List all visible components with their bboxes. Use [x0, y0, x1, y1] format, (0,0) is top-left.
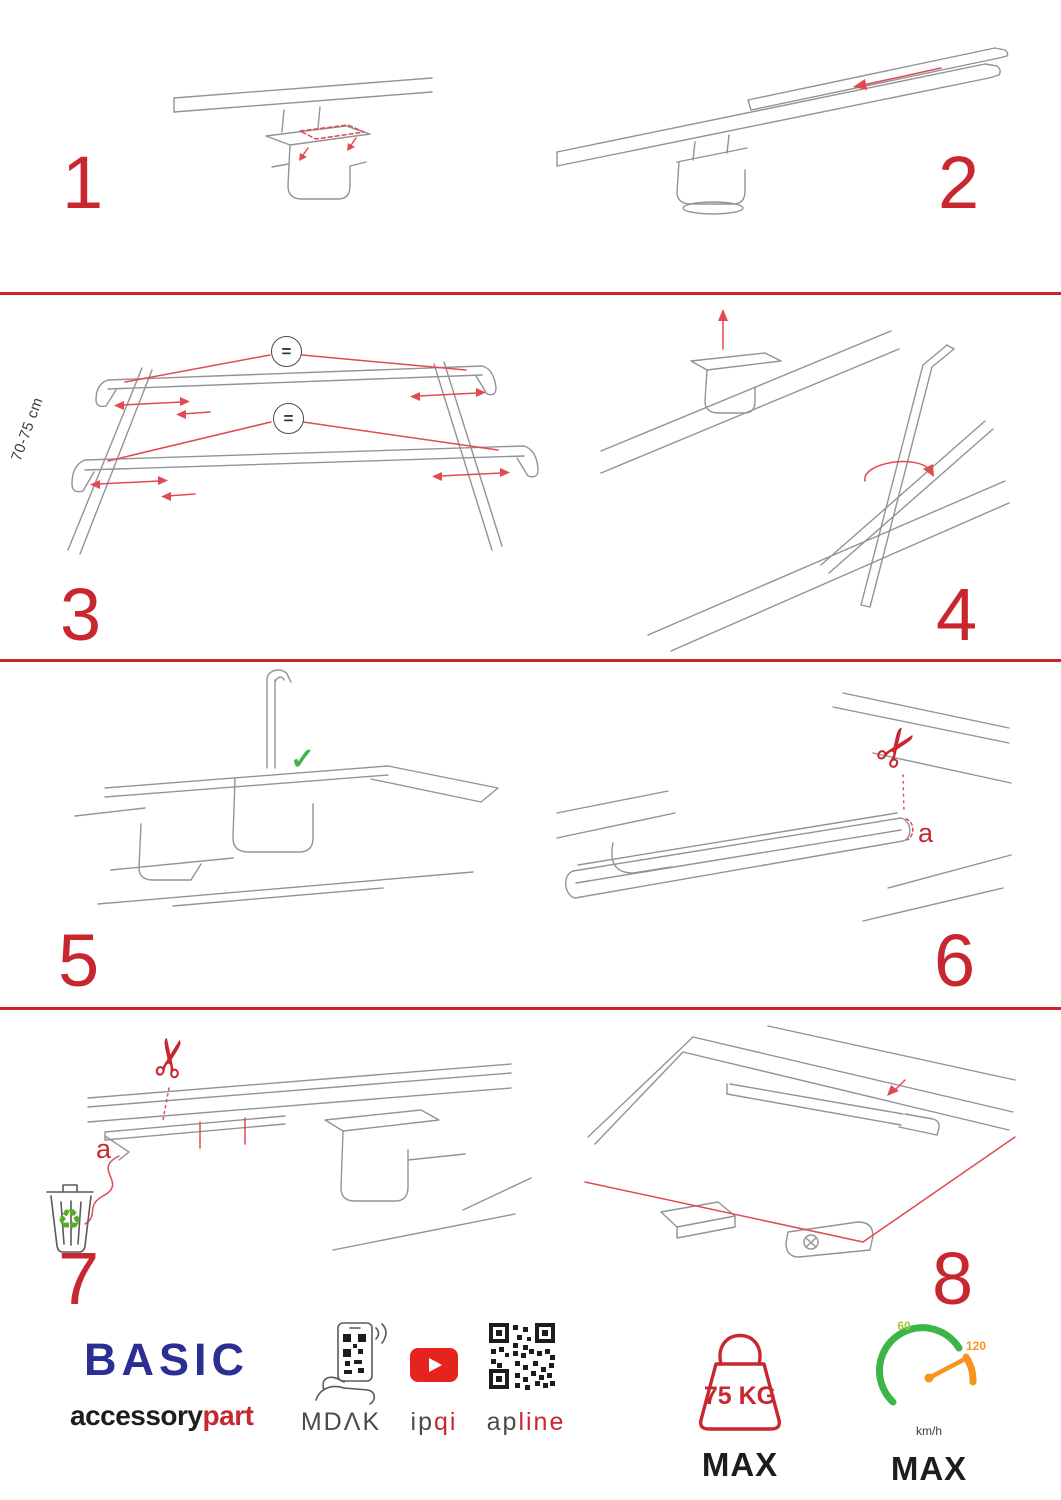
allen-key: [266, 669, 292, 769]
equal-sign: =: [283, 408, 294, 428]
step-5-number: 5: [58, 919, 100, 1002]
brand-basic: BASIC: [84, 1334, 250, 1385]
trim-strip: [104, 1115, 286, 1161]
slide-direction-arrow: [862, 67, 942, 86]
section-divider-2: [0, 659, 1061, 662]
equal-sign: =: [281, 341, 292, 361]
step-8-number: 8: [932, 1237, 974, 1320]
section-divider-3: [0, 1007, 1061, 1010]
step-4-illustration: [600, 309, 1010, 652]
equal-spacing-badge: =: [273, 403, 304, 434]
step-5-illustration: [74, 669, 499, 907]
step-1-illustration: [173, 77, 433, 200]
partner-ipqi-secondary: qi: [434, 1408, 458, 1436]
weight-limit-icon: [698, 1333, 782, 1431]
wordmark-primary: accessory: [70, 1400, 203, 1431]
qr-code-icon: [489, 1323, 555, 1390]
allen-key: [860, 344, 955, 608]
speed-max-label: MAX: [890, 1450, 968, 1487]
step-6-number: 6: [934, 919, 976, 1002]
step-8-illustration: [584, 1025, 1016, 1258]
step-6-illustration: [556, 692, 1012, 922]
discard-path: [84, 1155, 120, 1225]
weight-max-label: MAX: [701, 1446, 779, 1483]
cut-trail: [162, 1087, 170, 1121]
speed-min-label: 60: [897, 1319, 911, 1333]
partner-apline: apline: [482, 1408, 570, 1437]
crossbar-end: [726, 1083, 940, 1136]
alignment-line: [584, 1136, 1016, 1243]
step-2-illustration: [556, 47, 1009, 215]
section-divider-1: [0, 292, 1061, 295]
cut-trail: [902, 774, 905, 814]
trash-bin-icon: [46, 1184, 94, 1253]
weight-limit-value: 75 KG: [703, 1382, 777, 1410]
step-2-number: 2: [938, 141, 980, 224]
equal-spacing-lines: [107, 354, 499, 462]
step-1-number: 1: [62, 141, 104, 224]
dimension-arrows: [90, 388, 510, 501]
equal-spacing-badge: =: [271, 336, 302, 367]
cut-mark: [905, 818, 914, 841]
speed-max-value-label: 120: [966, 1339, 986, 1353]
step-7-number: 7: [58, 1237, 100, 1320]
step-4-number: 4: [936, 573, 978, 656]
step-3-illustration: [67, 354, 539, 555]
part-a-label: a: [918, 818, 934, 848]
partner-apline-secondary: line: [518, 1408, 566, 1436]
scissors-icon: ✂: [139, 1031, 205, 1085]
correct-check-icon: ✓: [290, 743, 316, 776]
speed-unit-label: km/h: [916, 1424, 942, 1438]
wordmark-secondary: part: [202, 1400, 254, 1431]
gauge-needle: [926, 1357, 966, 1381]
wordmark-accessorypart: accessorypart: [70, 1400, 254, 1432]
recycle-icon: ♻: [57, 1204, 83, 1235]
end-cap-parts: [660, 1201, 874, 1258]
part-a-label: a: [96, 1134, 112, 1164]
crossbar-tube: [565, 812, 911, 899]
youtube-icon: [410, 1348, 458, 1382]
speed-limit-icon: 60 120 km/h: [876, 1319, 986, 1438]
step-7-illustration: [46, 1063, 532, 1253]
partner-mdak: MDΛK: [300, 1408, 382, 1436]
partner-ipqi: ipqi: [406, 1408, 462, 1437]
partner-apline-primary: ap: [486, 1408, 519, 1436]
rotate-arrow: [864, 460, 932, 482]
partner-ipqi-primary: ip: [410, 1408, 434, 1436]
phone-qr-scan-icon: [315, 1322, 387, 1405]
step-3-number: 3: [60, 573, 102, 656]
rubber-pad-highlight: [299, 124, 365, 140]
